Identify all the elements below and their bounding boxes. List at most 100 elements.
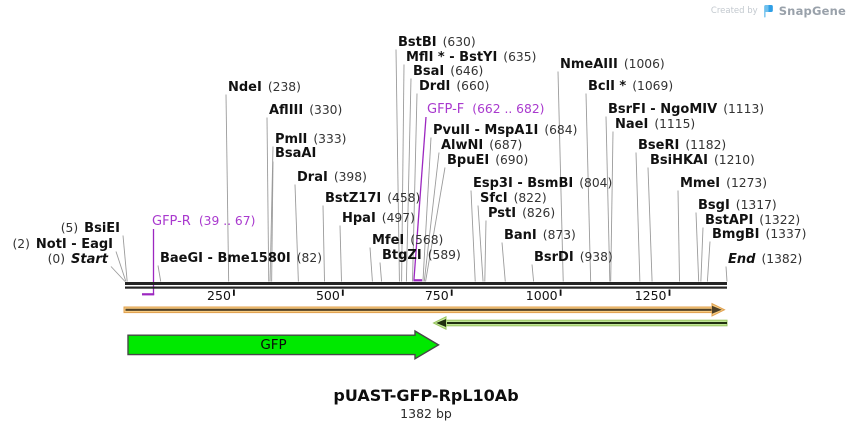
leader-line <box>531 264 535 282</box>
site-position: (804) <box>579 176 613 190</box>
site-name: BsaI <box>413 64 445 79</box>
leader-line <box>157 265 162 282</box>
site-name: SfcI <box>480 191 508 206</box>
site-name: PvuII - MspA1I <box>433 123 539 138</box>
leader-line <box>322 205 325 282</box>
site-position: (330) <box>309 103 343 117</box>
site-name: BanI <box>504 228 537 243</box>
site-name: BsiHKAI <box>650 153 708 168</box>
site-position: (0) <box>47 252 66 266</box>
leader-line <box>401 64 405 282</box>
site-name: PstI <box>488 206 517 221</box>
site-position: (1182) <box>685 138 727 152</box>
watermark-created-by-text: Created by <box>710 6 758 16</box>
site-name: MfeI <box>372 233 405 248</box>
site-position: (1273) <box>726 176 768 190</box>
leader-line <box>266 117 270 282</box>
leader-line <box>700 227 704 282</box>
site-label-NmeAIII: NmeAIII(1006) <box>560 57 665 72</box>
site-label-BsaAI: BsaAI <box>275 147 316 161</box>
snapgene-logo-icon <box>763 4 773 17</box>
site-label-SfcI: SfcI (822) <box>480 191 547 206</box>
site-position: (826) <box>522 206 556 220</box>
site-label-BsiEI: (5)BsiEI <box>61 221 120 236</box>
leader-line <box>412 93 418 282</box>
site-position: (822) <box>513 191 547 205</box>
site-position: (1210) <box>713 153 755 167</box>
site-position: (82) <box>296 251 322 265</box>
ruler-tick <box>559 289 562 296</box>
site-label-BstBI: BstBI(630) <box>398 35 476 50</box>
leader-line <box>706 241 711 282</box>
leader-line <box>501 242 506 282</box>
site-label-BsrFI-NgoMIV: BsrFI - NgoMIV(1113) <box>608 102 764 117</box>
site-position: (1115) <box>654 117 696 131</box>
leader-line <box>695 212 700 282</box>
site-label-HpaI: HpaI(497) <box>342 211 415 226</box>
site-name: End <box>728 252 756 267</box>
leader-line <box>725 266 728 282</box>
site-name: BsrDI <box>534 250 574 265</box>
leader-line <box>484 220 487 282</box>
site-name: BsaAI <box>275 146 317 161</box>
leader-line <box>225 94 230 282</box>
site-position: (684) <box>544 123 578 137</box>
site-label-BsrDI: BsrDI (938) <box>534 250 613 265</box>
site-name: MmeI <box>680 176 721 191</box>
site-label-BanI: BanI (873) <box>504 228 576 243</box>
site-label-BsgI: BsgI(1317) <box>698 198 777 213</box>
site-position: (687) <box>489 138 523 152</box>
leader-line <box>610 131 614 282</box>
site-name: Start <box>71 252 108 267</box>
forward-read-arrowhead-core <box>712 305 722 314</box>
site-position: (589) <box>427 248 461 262</box>
gfp-feature-arrow <box>127 329 440 361</box>
leader-line <box>294 184 299 282</box>
site-label-PstI: PstI (826) <box>488 206 555 221</box>
reverse-read-arrowhead-core <box>436 319 446 327</box>
site-position: (1069) <box>632 79 674 93</box>
watermark: Created by SnapGene <box>711 4 846 18</box>
primer-label-GFP-R: GFP-R(39 .. 67) <box>152 214 255 229</box>
site-label-MfeI: MfeI (568) <box>372 233 443 248</box>
plasmid-title: pUAST-GFP-RpL10Ab <box>333 386 519 405</box>
site-position: (5) <box>60 221 79 235</box>
site-position: (1322) <box>759 213 801 227</box>
site-position: (568) <box>410 233 444 247</box>
site-name: AflIII <box>269 103 304 118</box>
site-name: DraI <box>297 170 328 185</box>
ruler-number: 1250 <box>634 288 667 303</box>
site-label-BtgZI: BtgZI(589) <box>382 248 461 263</box>
primer-site-bar <box>141 293 155 296</box>
site-name: BstZ17I <box>325 191 382 206</box>
site-name: NaeI <box>615 117 649 132</box>
primer-leader-line <box>413 116 427 280</box>
site-position: (630) <box>442 35 476 49</box>
leader-line <box>395 49 400 282</box>
site-name: BmgBI <box>712 227 760 242</box>
sequence-bottom-strand <box>125 286 727 289</box>
site-label-BclI: BclI *(1069) <box>588 79 673 94</box>
site-name: NdeI <box>228 80 262 95</box>
site-label-Esp3I-BsmBI: Esp3I - BsmBI(804) <box>473 176 612 191</box>
ruler-tick <box>341 289 344 296</box>
leader-line <box>369 247 373 282</box>
site-label-AlwNI: AlwNI(687) <box>441 138 522 153</box>
site-label-BseRI: BseRI(1182) <box>638 138 726 153</box>
site-name: BsrFI - NgoMIV <box>608 102 718 117</box>
primer-site-bar <box>413 279 423 282</box>
site-name: HpaI <box>342 211 376 226</box>
leader-line <box>110 266 126 282</box>
site-label-NotI-EagI: (2)NotI - EagI <box>12 237 113 252</box>
site-label-AflIII: AflIII (330) <box>269 103 342 118</box>
site-position: (690) <box>495 153 529 167</box>
leader-line <box>122 235 128 282</box>
site-position: (873) <box>542 228 576 242</box>
site-label-MmeI: MmeI (1273) <box>680 176 767 191</box>
leader-line <box>271 161 274 282</box>
site-position: (635) <box>503 50 537 64</box>
site-label-BsaI: BsaI(646) <box>413 64 483 79</box>
site-position: (938) <box>579 250 613 264</box>
site-name: NmeAIII <box>560 57 618 72</box>
